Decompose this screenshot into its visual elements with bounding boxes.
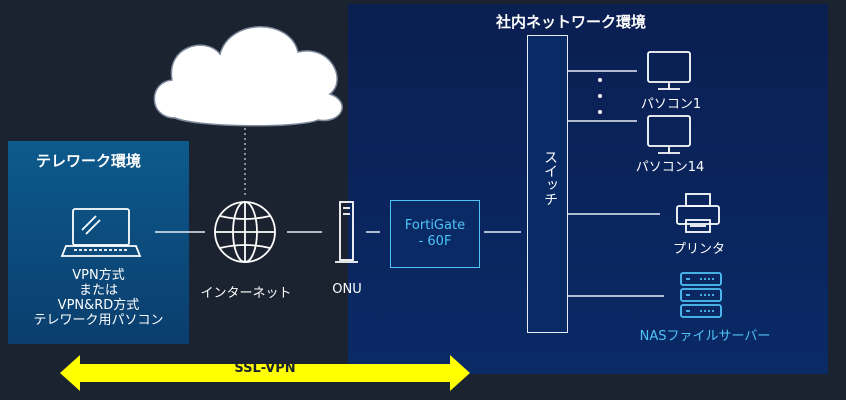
onu-label: ONU bbox=[332, 282, 362, 297]
telework-pc-line1: VPN方式 bbox=[72, 268, 125, 283]
internet-globe-icon bbox=[214, 201, 276, 263]
fortigate-box bbox=[390, 200, 480, 268]
office-network-zone bbox=[348, 4, 828, 374]
telework-pc-line2: または bbox=[78, 283, 118, 298]
fortigate-line2: - 60F bbox=[418, 234, 452, 249]
onu-device-icon bbox=[335, 201, 358, 263]
telework-zone bbox=[8, 141, 189, 344]
switch-label: スイッチ bbox=[542, 150, 558, 206]
fortigate-label: FortiGate - 60F bbox=[390, 218, 480, 250]
telework-pc-line4: テレワーク用パソコン bbox=[33, 313, 164, 328]
internet-label: インターネット bbox=[200, 286, 292, 301]
switch-box bbox=[527, 35, 568, 333]
cloud-icon bbox=[153, 26, 343, 127]
cloud-label-line1: クラウドサービス bbox=[194, 54, 299, 69]
printer-icon bbox=[676, 193, 720, 233]
ssl-vpn-tunnel-arrow bbox=[60, 355, 470, 391]
telework-zone-title: テレワーク環境 bbox=[36, 152, 142, 170]
nas-server-icon bbox=[680, 272, 722, 318]
telework-pc-line3: VPN&RD方式 bbox=[57, 298, 140, 313]
laptop-icon bbox=[60, 208, 142, 257]
printer-label: プリンタ bbox=[672, 242, 725, 257]
pc1-monitor-icon bbox=[647, 51, 691, 90]
nas-label: NASファイルサーバー bbox=[639, 329, 771, 344]
pc14-monitor-icon bbox=[647, 115, 691, 154]
fortigate-line1: FortiGate bbox=[404, 218, 466, 233]
office-zone-title: 社内ネットワーク環境 bbox=[496, 13, 647, 31]
telework-pc-label: VPN方式 または VPN&RD方式 テレワーク用パソコン bbox=[8, 268, 189, 328]
pc1-label: パソコン1 bbox=[640, 97, 702, 112]
cloud-label-line2: Web会議、メール bbox=[193, 82, 301, 97]
ssl-vpn-label: SSL-VPN bbox=[234, 361, 296, 376]
pc14-label: パソコン14 bbox=[635, 160, 705, 175]
